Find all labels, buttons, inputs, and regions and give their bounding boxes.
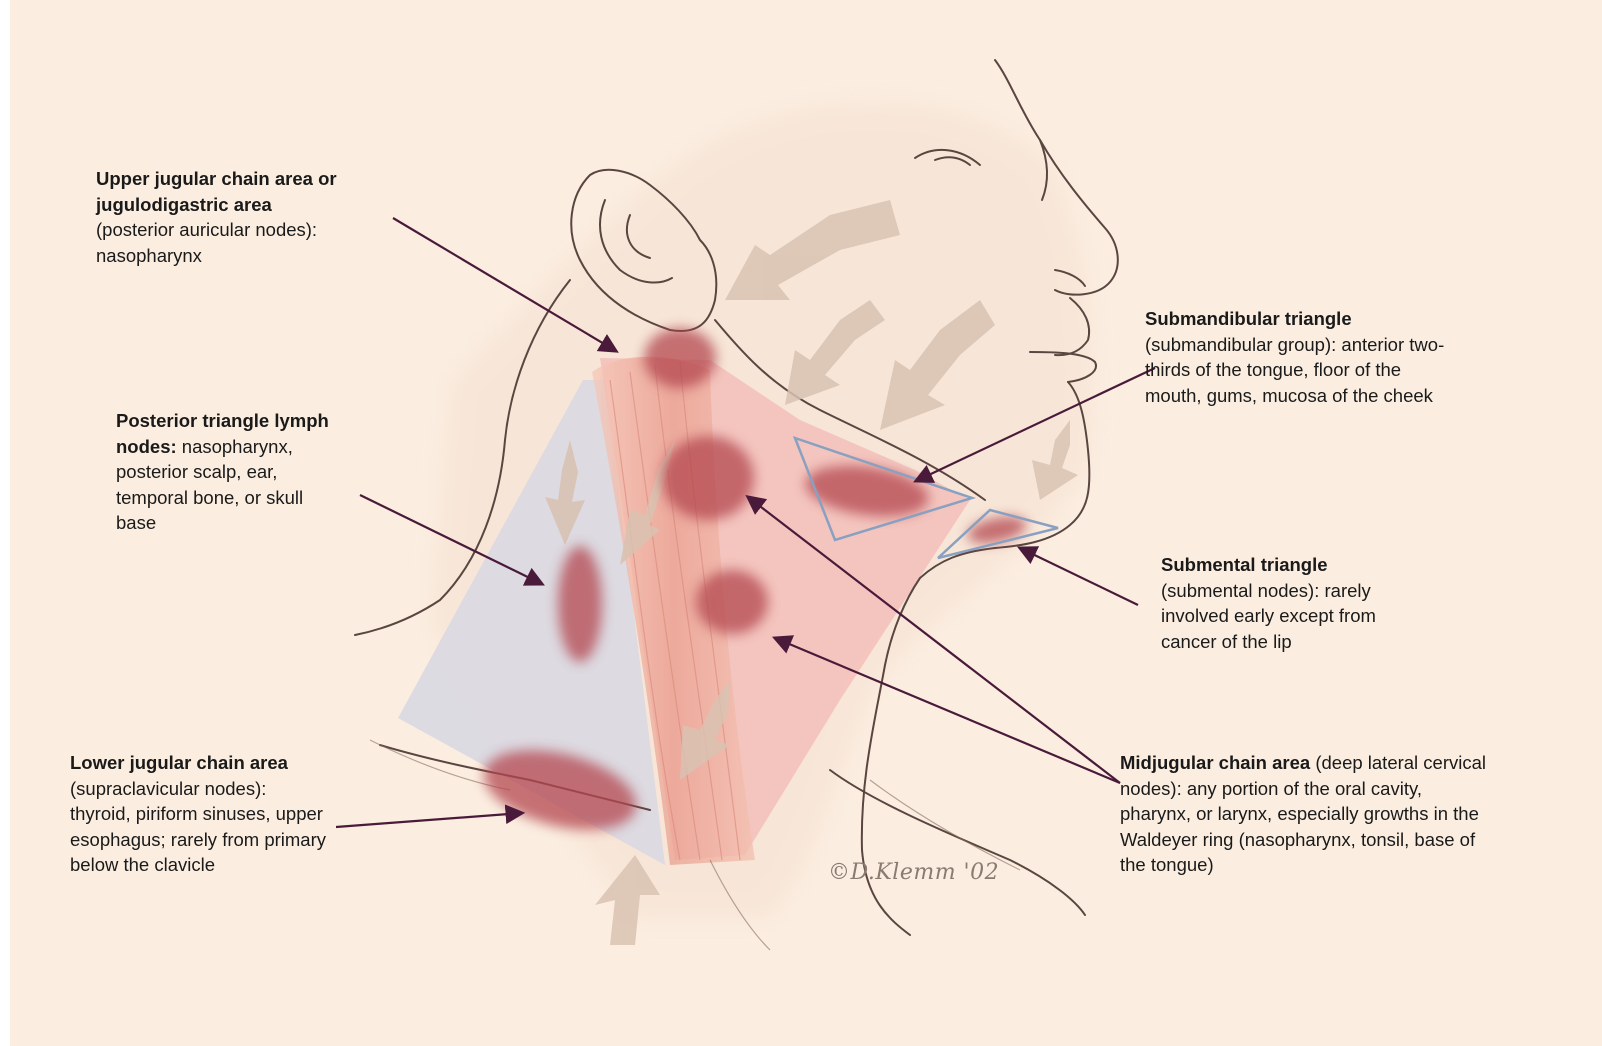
label-lower-jugular: Lower jugular chain area (supraclavicula… bbox=[70, 750, 326, 878]
lower-jugular-body-3: esophagus; rarely from primary bbox=[70, 827, 326, 853]
midjugular-body-5: the tongue) bbox=[1120, 852, 1486, 878]
upper-jugular-body-2: nasopharynx bbox=[96, 243, 337, 269]
arrow-lower-jugular bbox=[336, 813, 522, 827]
upper-jugular-body-1: (posterior auricular nodes): bbox=[96, 217, 337, 243]
label-submental: Submental triangle (submental nodes): ra… bbox=[1161, 552, 1376, 654]
submental-title: Submental triangle bbox=[1161, 554, 1328, 575]
submental-body-1: (submental nodes): rarely bbox=[1161, 578, 1376, 604]
posterior-body-1: nasopharynx, bbox=[177, 436, 293, 457]
label-posterior-triangle: Posterior triangle lymph nodes: nasophar… bbox=[116, 408, 329, 536]
upper-jugular-title-2: jugulodigastric area bbox=[96, 194, 272, 215]
lower-jugular-body-2: thyroid, piriform sinuses, upper bbox=[70, 801, 326, 827]
posterior-title-2: nodes: bbox=[116, 436, 177, 457]
midjugular-title: Midjugular chain area bbox=[1120, 752, 1310, 773]
lower-jugular-body-1: (supraclavicular nodes): bbox=[70, 776, 326, 802]
arrow-submental bbox=[1020, 548, 1138, 605]
posterior-body-2: posterior scalp, ear, bbox=[116, 459, 329, 485]
artist-signature: ©D.Klemm '02 bbox=[828, 860, 999, 885]
posterior-body-4: base bbox=[116, 510, 329, 536]
label-submandibular: Submandibular triangle (submandibular gr… bbox=[1145, 306, 1444, 408]
node-midjugular bbox=[696, 570, 768, 634]
midjugular-body-2: nodes): any portion of the oral cavity, bbox=[1120, 776, 1486, 802]
midjugular-body-1: (deep lateral cervical bbox=[1310, 752, 1486, 773]
label-upper-jugular: Upper jugular chain area or jugulodigast… bbox=[96, 166, 337, 268]
submandibular-body-2: thirds of the tongue, floor of the bbox=[1145, 357, 1444, 383]
submental-body-3: cancer of the lip bbox=[1161, 629, 1376, 655]
posterior-body-3: temporal bone, or skull bbox=[116, 485, 329, 511]
lower-jugular-title: Lower jugular chain area bbox=[70, 752, 288, 773]
label-midjugular: Midjugular chain area (deep lateral cerv… bbox=[1120, 750, 1486, 878]
submandibular-body-3: mouth, gums, mucosa of the cheek bbox=[1145, 383, 1444, 409]
illustration-canvas: Upper jugular chain area or jugulodigast… bbox=[10, 0, 1602, 1046]
submandibular-title: Submandibular triangle bbox=[1145, 308, 1352, 329]
posterior-title-1: Posterior triangle lymph bbox=[116, 410, 329, 431]
midjugular-body-4: Waldeyer ring (nasopharynx, tonsil, base… bbox=[1120, 827, 1486, 853]
submandibular-body-1: (submandibular group): anterior two- bbox=[1145, 332, 1444, 358]
lower-jugular-body-4: below the clavicle bbox=[70, 852, 326, 878]
submental-body-2: involved early except from bbox=[1161, 603, 1376, 629]
node-posterior bbox=[558, 546, 602, 662]
node-upper-jugular bbox=[644, 328, 716, 388]
upper-jugular-title-1: Upper jugular chain area or bbox=[96, 168, 337, 189]
midjugular-body-3: pharynx, or larynx, especially growths i… bbox=[1120, 801, 1486, 827]
node-jugulodigastric bbox=[662, 436, 754, 520]
